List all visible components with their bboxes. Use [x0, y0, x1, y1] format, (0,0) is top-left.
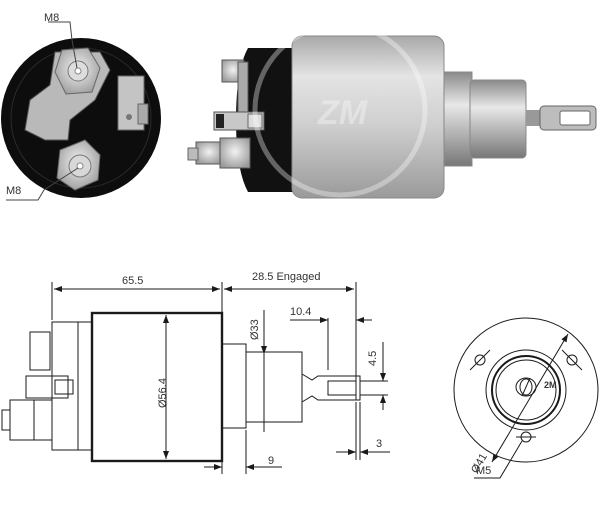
dim-body-length: 65.5: [122, 275, 144, 287]
bottom-terminal-thread-label: M8: [6, 185, 22, 197]
m5-leader: [474, 440, 523, 479]
side-view-photo: [187, 22, 597, 199]
dim-eye-width: 4.5: [367, 350, 379, 366]
mount-thread-label: M5: [476, 465, 492, 477]
dim-eye-slot: 3: [376, 438, 383, 450]
dim-nose-diameter: Ø33: [249, 319, 261, 340]
leader-line: [6, 167, 79, 201]
leader-line: [48, 21, 78, 69]
dim-nose-length: 9: [268, 455, 275, 467]
top-terminal-thread-label: M8: [44, 12, 60, 24]
end-view-photo: [1, 21, 161, 201]
center-mark-label: 2M: [544, 380, 557, 390]
end-drawing: [453, 317, 599, 479]
dim-eye-length: 10.4: [290, 306, 312, 318]
side-drawing: [1, 282, 390, 474]
watermark-logo: ZM: [318, 94, 368, 132]
dim-body-diameter: Ø56.4: [157, 378, 169, 408]
dim-plunger-travel: 28.5 Engaged: [252, 271, 321, 283]
